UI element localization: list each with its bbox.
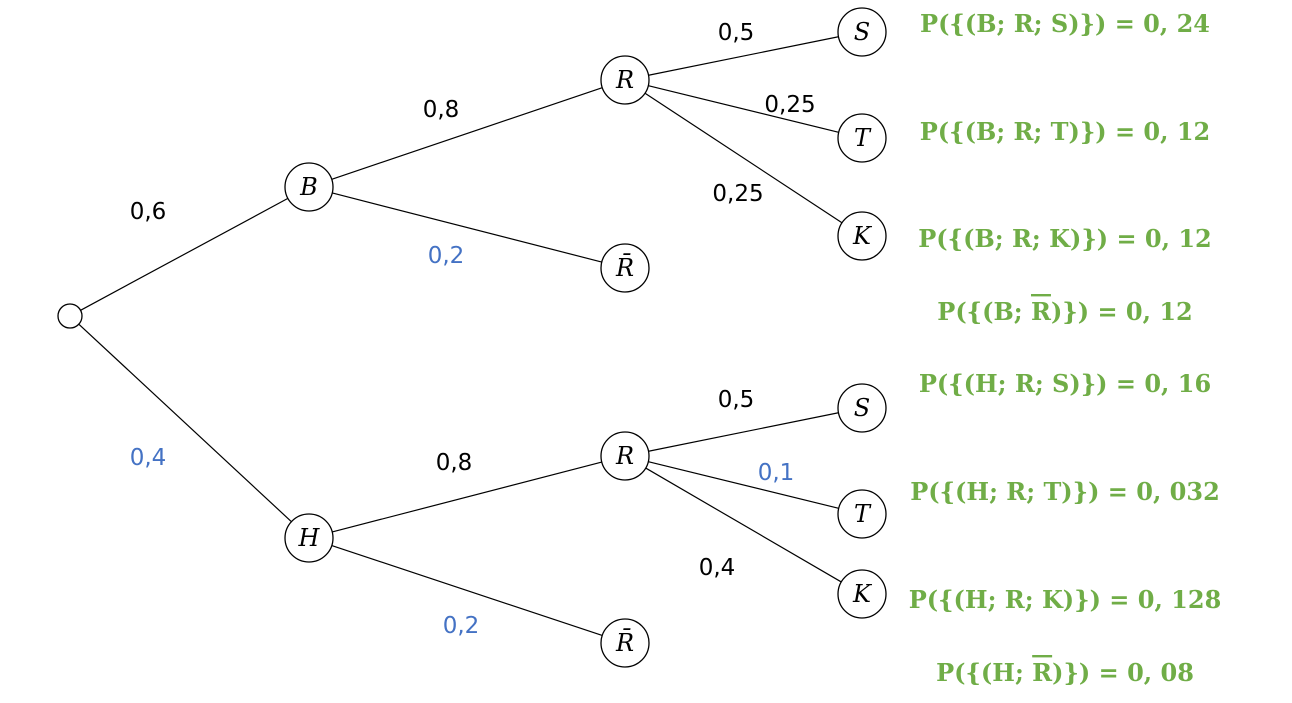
- node-circle: [837, 569, 887, 619]
- node-h-r-t: T: [837, 489, 887, 539]
- branch-prob-b-r: 0,8: [423, 97, 460, 123]
- result-text: P({(B; R; T)}) = 0, 12: [920, 117, 1210, 146]
- edge-h-to-h-r: [332, 461, 602, 533]
- node-label: K: [852, 222, 873, 250]
- node-circle: [600, 55, 650, 105]
- node-label: R: [615, 66, 634, 94]
- node-label: T: [854, 124, 872, 152]
- node-label: R̄: [615, 254, 634, 282]
- edge-h-r-to-h-r-s: [648, 412, 839, 452]
- node-circle: [837, 211, 887, 261]
- node-circle: [837, 113, 887, 163]
- node-h: H: [284, 513, 334, 563]
- branch-prob-b-rbar: 0,2: [428, 243, 465, 269]
- root-node: [57, 303, 83, 329]
- node-circle: [600, 431, 650, 481]
- node-h-r: R: [600, 431, 650, 481]
- result-h-r-k: P({(H; R; K)}) = 0, 128: [909, 585, 1222, 614]
- node-h-r-k: K: [837, 569, 887, 619]
- result-complement: R: [1032, 658, 1053, 687]
- edge-root-to-h: [78, 323, 292, 523]
- edge-h-r-to-h-r-k: [645, 467, 842, 583]
- branch-prob-h: 0,4: [130, 445, 167, 471]
- node-circle: [600, 618, 650, 668]
- edge-b-to-b-r: [331, 87, 603, 180]
- branch-probability-labels: 0,6 0,4 0,8 0,2 0,8 0,2 0,5 0,25 0,25 0,5 0,1 0,4: [130, 20, 816, 639]
- node-circle: [284, 513, 334, 563]
- result-text-end: )}) = 0, 12: [1051, 297, 1193, 326]
- edge-b-r-to-b-r-k: [644, 92, 843, 224]
- branch-prob-b-r-s: 0,5: [718, 20, 755, 46]
- node-b: B: [284, 162, 334, 212]
- result-h-rbar: P({(H; R)}) = 0, 08: [936, 658, 1194, 687]
- result-b-rbar: P({(B; R)}) = 0, 12: [937, 297, 1192, 326]
- node-label: R: [615, 442, 634, 470]
- node-circle: [284, 162, 334, 212]
- node-label: R̄: [615, 629, 634, 657]
- result-text: P({(H;: [936, 658, 1032, 687]
- result-b-r-t: P({(B; R; T)}) = 0, 12: [920, 117, 1210, 146]
- branch-prob-h-r-k: 0,4: [699, 555, 736, 581]
- result-text: P({(H; R; S)}) = 0, 16: [919, 369, 1211, 398]
- branch-prob-h-r-t: 0,1: [758, 460, 795, 486]
- edge-h-to-h-rbar: [331, 544, 603, 637]
- node-label: K: [852, 580, 873, 608]
- node-b-r: R: [600, 55, 650, 105]
- edge-b-r-to-b-r-t: [648, 85, 839, 133]
- node-label: S: [854, 394, 870, 422]
- tree-nodes: B H R R̄ R R̄ S T K S T K: [57, 7, 887, 668]
- branch-prob-b-r-k: 0,25: [712, 181, 763, 207]
- branch-prob-b-r-t: 0,25: [764, 92, 815, 118]
- edge-h-r-to-h-r-t: [648, 461, 839, 509]
- node-circle: [837, 383, 887, 433]
- node-label: S: [854, 18, 870, 46]
- node-b-r-k: K: [837, 211, 887, 261]
- result-text: P({(B; R; S)}) = 0, 24: [920, 9, 1210, 38]
- result-text: P({(B;: [937, 297, 1031, 326]
- result-b-r-k: P({(B; R; K)}) = 0, 12: [918, 224, 1211, 253]
- result-text-end: )}) = 0, 08: [1052, 658, 1194, 687]
- node-label: H: [298, 524, 321, 552]
- branch-prob-h-r-s: 0,5: [718, 387, 755, 413]
- node-label: T: [854, 500, 872, 528]
- node-circle: [600, 243, 650, 293]
- result-text: P({(H; R; T)}) = 0, 032: [910, 477, 1220, 506]
- node-b-r-t: T: [837, 113, 887, 163]
- branch-prob-b: 0,6: [130, 199, 167, 225]
- node-label: B: [299, 173, 318, 201]
- result-b-r-s: P({(B; R; S)}) = 0, 24: [920, 9, 1210, 38]
- branch-prob-h-r: 0,8: [436, 450, 473, 476]
- tree-edges: [78, 36, 843, 637]
- edge-b-to-b-rbar: [332, 192, 602, 263]
- edge-root-to-b: [80, 197, 289, 311]
- branch-prob-h-rbar: 0,2: [443, 613, 480, 639]
- node-h-rbar: R̄: [600, 618, 650, 668]
- result-text: P({(B; R; K)}) = 0, 12: [918, 224, 1211, 253]
- result-h-r-t: P({(H; R; T)}) = 0, 032: [910, 477, 1220, 506]
- outcome-probabilities: P({(B; R; S)}) = 0, 24 P({(B; R; T)}) = 0…: [909, 9, 1222, 687]
- node-circle: [837, 489, 887, 539]
- edge-b-r-to-b-r-s: [648, 36, 839, 76]
- node-h-r-s: S: [837, 383, 887, 433]
- result-text: P({(H; R; K)}) = 0, 128: [909, 585, 1222, 614]
- node-circle: [837, 7, 887, 57]
- node-b-r-s: S: [837, 7, 887, 57]
- result-h-r-s: P({(H; R; S)}) = 0, 16: [919, 369, 1211, 398]
- result-complement: R: [1031, 297, 1052, 326]
- node-b-rbar: R̄: [600, 243, 650, 293]
